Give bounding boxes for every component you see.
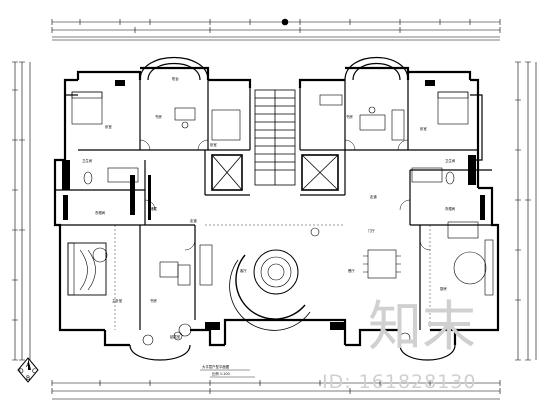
label-master-bed: 主卧室 [112, 298, 123, 303]
compass-west: D [19, 368, 24, 375]
stair-core [211, 89, 339, 191]
label-study-n: 书房 [155, 114, 162, 119]
circulation-lines [114, 224, 431, 330]
label-living: 客厅 [240, 268, 247, 273]
dining-table [367, 249, 397, 279]
desk-study-w [174, 107, 196, 121]
compass-south: B [26, 375, 30, 382]
label-dressing-w: 衣帽间 [95, 210, 106, 215]
room-labels: 卧室 书房 卧室 书房 卧室 卫生间 卫生间 衣帽间 衣帽间 储藏 走道 走道 … [82, 76, 456, 339]
furniture [67, 18, 494, 346]
bottom-notes: 大平层户型平面图 比例 1:100 [200, 364, 255, 378]
interior-walls [55, 80, 498, 330]
tub-w [107, 167, 139, 183]
label-corridor-e: 走道 [370, 194, 377, 199]
label-bedroom-ne: 卧室 [105, 124, 112, 129]
kitchen-round [453, 251, 487, 285]
label-bedroom-nc: 卧室 [210, 142, 217, 147]
compass-east: C [32, 368, 36, 375]
label-bath-w: 卫生间 [82, 158, 93, 163]
label-master-study: 书房 [150, 298, 157, 303]
note-line-2: 比例 1:100 [212, 371, 230, 376]
label-lounge: 起居室 [170, 334, 181, 339]
bed-study-w [211, 109, 241, 141]
label-dining: 餐厅 [348, 268, 355, 273]
note-line-1: 大平层户型平面图 [202, 364, 230, 369]
structural-columns [62, 80, 485, 330]
label-kitchen: 厨房 [440, 286, 447, 291]
round-table [253, 249, 299, 295]
label-balcony: 阳台 [172, 76, 179, 81]
dimension-ticks [12, 19, 531, 394]
label-study-ne: 书房 [346, 114, 353, 119]
door-swings [139, 139, 431, 251]
label-corridor-w: 走道 [190, 218, 197, 223]
tub-e [411, 167, 443, 183]
label-hall: 门厅 [368, 228, 375, 233]
label-dressing-e: 衣帽间 [445, 206, 456, 211]
watermark-id: ID: 161828130 [322, 371, 476, 393]
master-bed [67, 242, 107, 296]
dimension-lines [14, 21, 537, 400]
compass-north: A [26, 362, 31, 369]
label-bedroom-nee: 卧室 [420, 126, 427, 131]
compass-icon: A D C B [17, 357, 39, 383]
watermark: 知末 ID: 161828130 [322, 295, 476, 393]
label-bath-e: 卫生间 [445, 158, 456, 163]
bed-nw [71, 91, 103, 125]
watermark-logo: 知末 [368, 295, 476, 358]
label-storage: 储藏 [150, 206, 157, 211]
bed-ne [437, 91, 469, 125]
desk-study-e [359, 114, 386, 131]
